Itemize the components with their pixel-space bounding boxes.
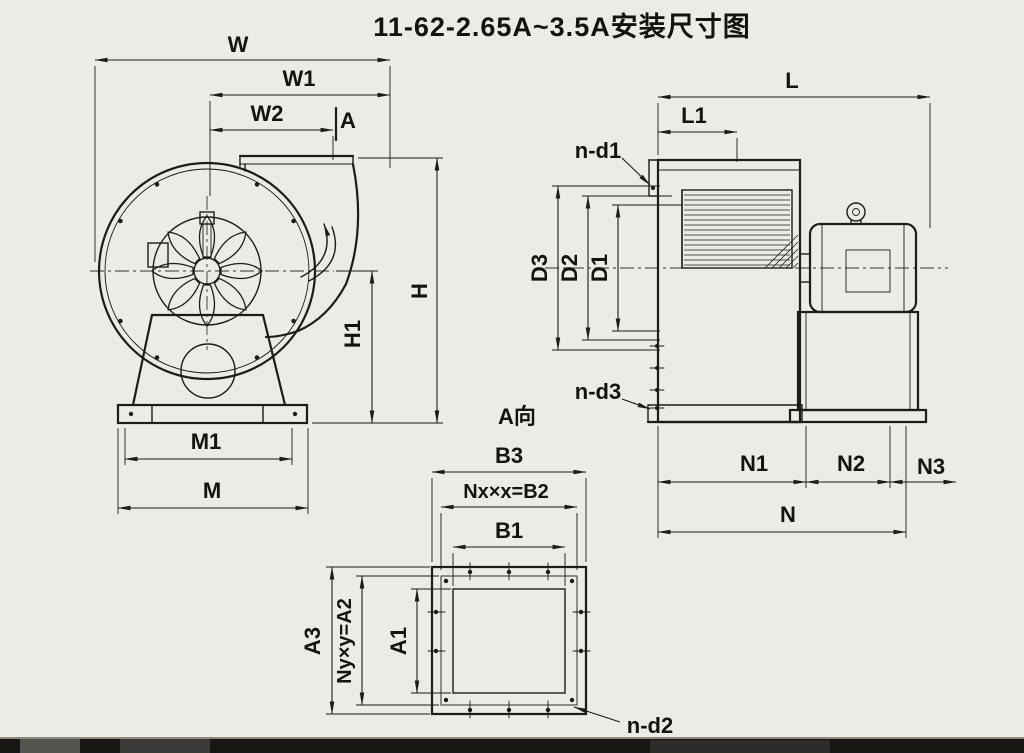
callout-n-d3: n-d3 [575,379,651,410]
dim-h1-label: H1 [340,320,365,348]
bearing-box [147,242,169,268]
n-d2-label: n-d2 [627,713,673,738]
dim-m1: M1 [124,428,293,465]
outlet-view: A向 [427,404,591,719]
fan-scroll-casing [97,161,317,381]
dim-d3-label: D3 [527,254,552,282]
rotation-arrow [300,223,337,282]
dim-b3-label: B3 [495,443,523,468]
lifting-eye [846,202,866,222]
dim-n2-label: N2 [837,451,865,476]
dim-d3: D3 [527,185,660,351]
dim-n1: N1 [657,426,807,538]
dim-l-label: L [785,68,798,93]
dim-a1-label: A1 [386,627,411,655]
outlet-duct [238,154,360,339]
dim-n-label: N [780,502,796,527]
side-view-dimensions: L L1 n-d1 D3 D2 D1 [527,68,957,538]
view-a-mark: A [334,106,356,142]
dim-d2: D2 [557,195,672,341]
dim-b3: B3 [431,443,587,562]
dim-d2-label: D2 [557,254,582,282]
motor-support [788,310,928,424]
dim-w2: W2 [209,101,334,160]
dim-m: M [117,428,309,514]
dim-n2: N2 [805,426,891,488]
hub-key [199,211,215,225]
dim-w1: W1 [209,66,391,196]
dim-n3-label: N3 [917,454,945,479]
dim-l: L [657,68,931,228]
view-a-label: A [340,108,356,133]
dim-l1: L1 [657,103,738,162]
dim-b2-label: Nx×x=B2 [463,481,549,503]
dim-w: W [94,32,391,262]
outlet-opening [452,588,566,694]
dim-b1: B1 [452,518,566,586]
dim-d1-label: D1 [587,254,612,282]
dim-a2-label: Ny×y=A2 [334,598,356,684]
dim-w-label: W [228,32,249,57]
dim-n3: N3 [889,454,957,485]
n-d3-label: n-d3 [575,379,621,404]
pedestal-hole [180,343,236,399]
support-pedestal [116,313,309,425]
scan-edge-strip [0,737,1024,753]
impeller-side [681,189,799,269]
fan-hub [193,257,221,285]
front-view [90,154,360,425]
dim-h-label: H [407,283,432,299]
dim-d1: D1 [587,204,682,332]
callout-n-d2: n-d2 [573,706,673,738]
dim-a1: A1 [386,588,451,694]
view-a-direction-label: A向 [498,404,536,429]
n-d1-label: n-d1 [575,138,621,163]
dim-a2: Ny×y=A2 [334,575,439,706]
dim-m-label: M [203,478,221,503]
casing-bolts [118,182,296,360]
side-view [545,158,948,424]
housing-base-flange [646,404,804,424]
dim-h: H [312,157,443,424]
callout-n-d1: n-d1 [575,138,651,186]
outlet-view-dimensions: B3 Nx×x=B2 B1 A3 Ny×y=A2 [300,443,673,738]
dim-m1-label: M1 [191,429,222,454]
dim-n1-label: N1 [740,451,768,476]
dim-h1: H1 [336,270,378,424]
flange-bolt-marks [427,562,591,719]
side-bolt-marks [649,344,665,410]
dim-l1-label: L1 [681,103,707,128]
dim-a3: A3 [300,566,430,715]
dim-b1-label: B1 [495,518,523,543]
dim-b2: Nx×x=B2 [440,481,578,570]
dim-w1-label: W1 [283,66,316,91]
dim-w2-label: W2 [251,101,284,126]
dim-n: N [657,426,907,538]
front-view-dimensions: W W1 W2 A H H1 [94,32,443,514]
dim-a3-label: A3 [300,627,325,655]
drawing-title: 11-62-2.65A~3.5A安装尺寸图 [373,12,750,42]
